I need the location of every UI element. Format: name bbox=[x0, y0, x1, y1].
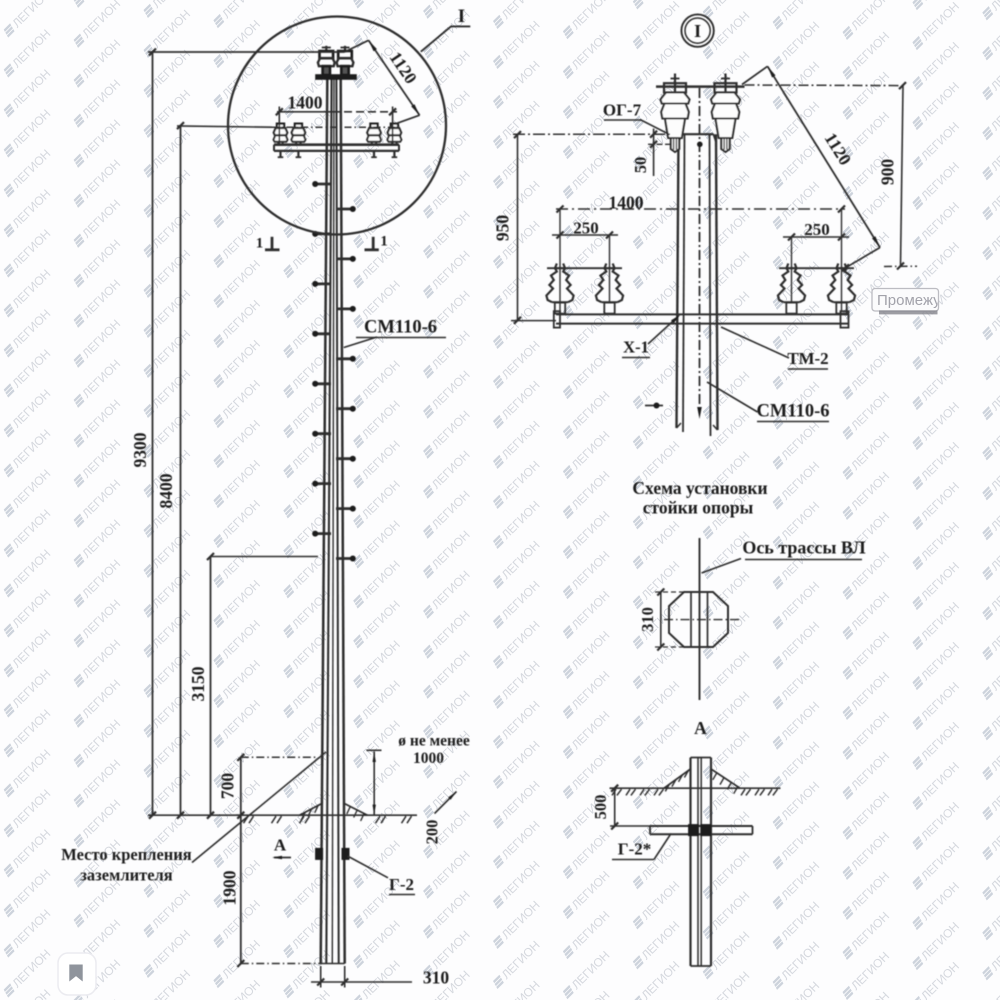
svg-text:ø не менее: ø не менее bbox=[398, 733, 470, 750]
svg-text:900: 900 bbox=[878, 159, 898, 186]
svg-text:8400: 8400 bbox=[156, 473, 176, 508]
svg-text:Место крепления: Место крепления bbox=[61, 845, 192, 864]
svg-text:1000: 1000 bbox=[413, 750, 444, 767]
svg-text:1: 1 bbox=[380, 234, 388, 250]
svg-text:А: А bbox=[274, 836, 287, 855]
svg-text:50: 50 bbox=[631, 157, 650, 174]
svg-text:1400: 1400 bbox=[288, 93, 323, 113]
svg-text:1900: 1900 bbox=[220, 870, 240, 905]
svg-text:310: 310 bbox=[423, 968, 450, 988]
svg-text:X-1: X-1 bbox=[623, 338, 649, 357]
svg-text:Г-2: Г-2 bbox=[389, 875, 414, 894]
svg-text:250: 250 bbox=[804, 220, 830, 239]
svg-text:500: 500 bbox=[591, 795, 610, 820]
svg-text:Г-2*: Г-2* bbox=[618, 840, 651, 859]
svg-text:700: 700 bbox=[218, 773, 238, 800]
svg-text:ОГ-7: ОГ-7 bbox=[603, 101, 642, 120]
svg-text:310: 310 bbox=[638, 607, 657, 632]
svg-text:I: I bbox=[458, 6, 465, 27]
svg-text:950: 950 bbox=[493, 215, 513, 242]
svg-text:200: 200 bbox=[423, 820, 442, 845]
svg-text:I: I bbox=[694, 21, 701, 41]
svg-text:заземлителя: заземлителя bbox=[80, 866, 173, 885]
svg-text:стойки опоры: стойки опоры bbox=[643, 498, 754, 518]
svg-text:3150: 3150 bbox=[188, 666, 208, 701]
svg-text:Промежу: Промежу bbox=[877, 292, 941, 309]
svg-text:250: 250 bbox=[573, 219, 599, 238]
svg-text:Ось трассы ВЛ: Ось трассы ВЛ bbox=[742, 538, 866, 558]
svg-text:9300: 9300 bbox=[130, 432, 150, 467]
svg-text:СМ110-6: СМ110-6 bbox=[757, 402, 830, 422]
svg-text:1: 1 bbox=[256, 236, 264, 252]
svg-text:СМ110-6: СМ110-6 bbox=[364, 318, 437, 338]
svg-text:Схема установки: Схема установки bbox=[632, 478, 767, 498]
svg-text:ТМ-2: ТМ-2 bbox=[787, 349, 828, 368]
svg-text:1400: 1400 bbox=[609, 193, 644, 213]
svg-text:А: А bbox=[694, 718, 707, 738]
